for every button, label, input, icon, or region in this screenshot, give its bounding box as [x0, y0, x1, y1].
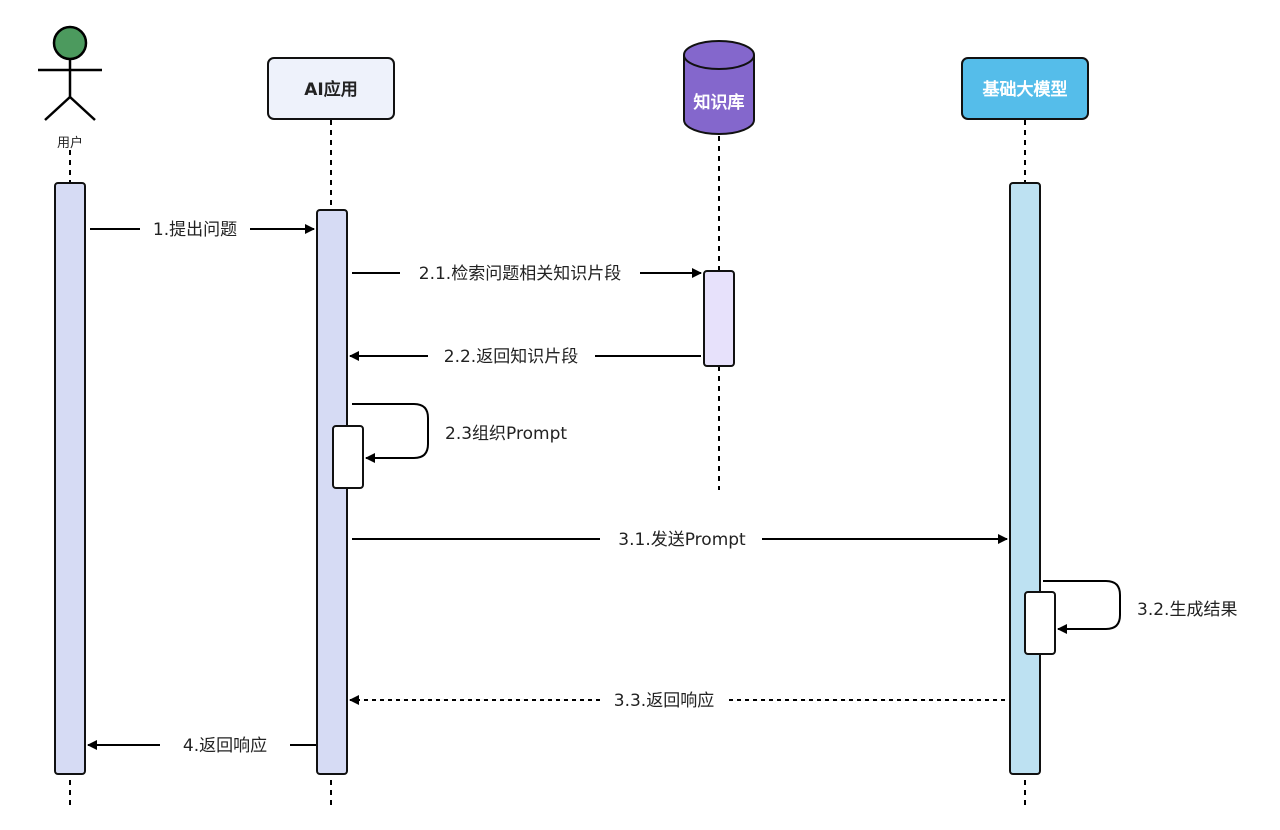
message-label-2-1: 2.1.检索问题相关知识片段 [419, 264, 621, 284]
participant-user[interactable]: 用户 [38, 25, 102, 151]
message-label-4: 4.返回响应 [183, 736, 267, 756]
participant-llm[interactable]: 基础大模型 [961, 57, 1089, 120]
activation-llm [1009, 182, 1041, 775]
participant-label-kb: 知识库 [693, 92, 745, 113]
activation-llm-self [1024, 591, 1056, 655]
message-label-1: 1.提出问题 [153, 220, 237, 240]
message-label-3-2: 3.2.生成结果 [1137, 600, 1237, 620]
actor-body-icon [38, 59, 102, 121]
messages [87, 224, 1121, 750]
participant-app[interactable]: AI应用 [267, 57, 395, 120]
database-icon [683, 55, 755, 135]
participant-label-llm: 基础大模型 [982, 79, 1068, 100]
database-top [683, 40, 755, 70]
message-label-3-3: 3.3.返回响应 [614, 691, 714, 711]
message-label-2-3: 2.3组织Prompt [445, 424, 567, 444]
participant-label-app: AI应用 [304, 79, 357, 100]
activation-user [54, 182, 86, 775]
participant-label-user: 用户 [57, 135, 83, 151]
activation-kb [703, 270, 735, 367]
actor-head-icon [52, 25, 88, 61]
activations [54, 182, 1056, 775]
activation-app-self [332, 425, 364, 489]
message-labels: 1.提出问题 2.1.检索问题相关知识片段 2.2.返回知识片段 2.3组织Pr… [153, 220, 1238, 756]
message-3-2[interactable] [1043, 580, 1121, 634]
message-label-3-1: 3.1.发送Prompt [618, 530, 746, 550]
participant-kb[interactable]: 知识库 [683, 40, 755, 135]
message-2-3[interactable] [352, 403, 429, 463]
activation-app [316, 209, 348, 775]
message-label-2-2: 2.2.返回知识片段 [444, 347, 578, 367]
